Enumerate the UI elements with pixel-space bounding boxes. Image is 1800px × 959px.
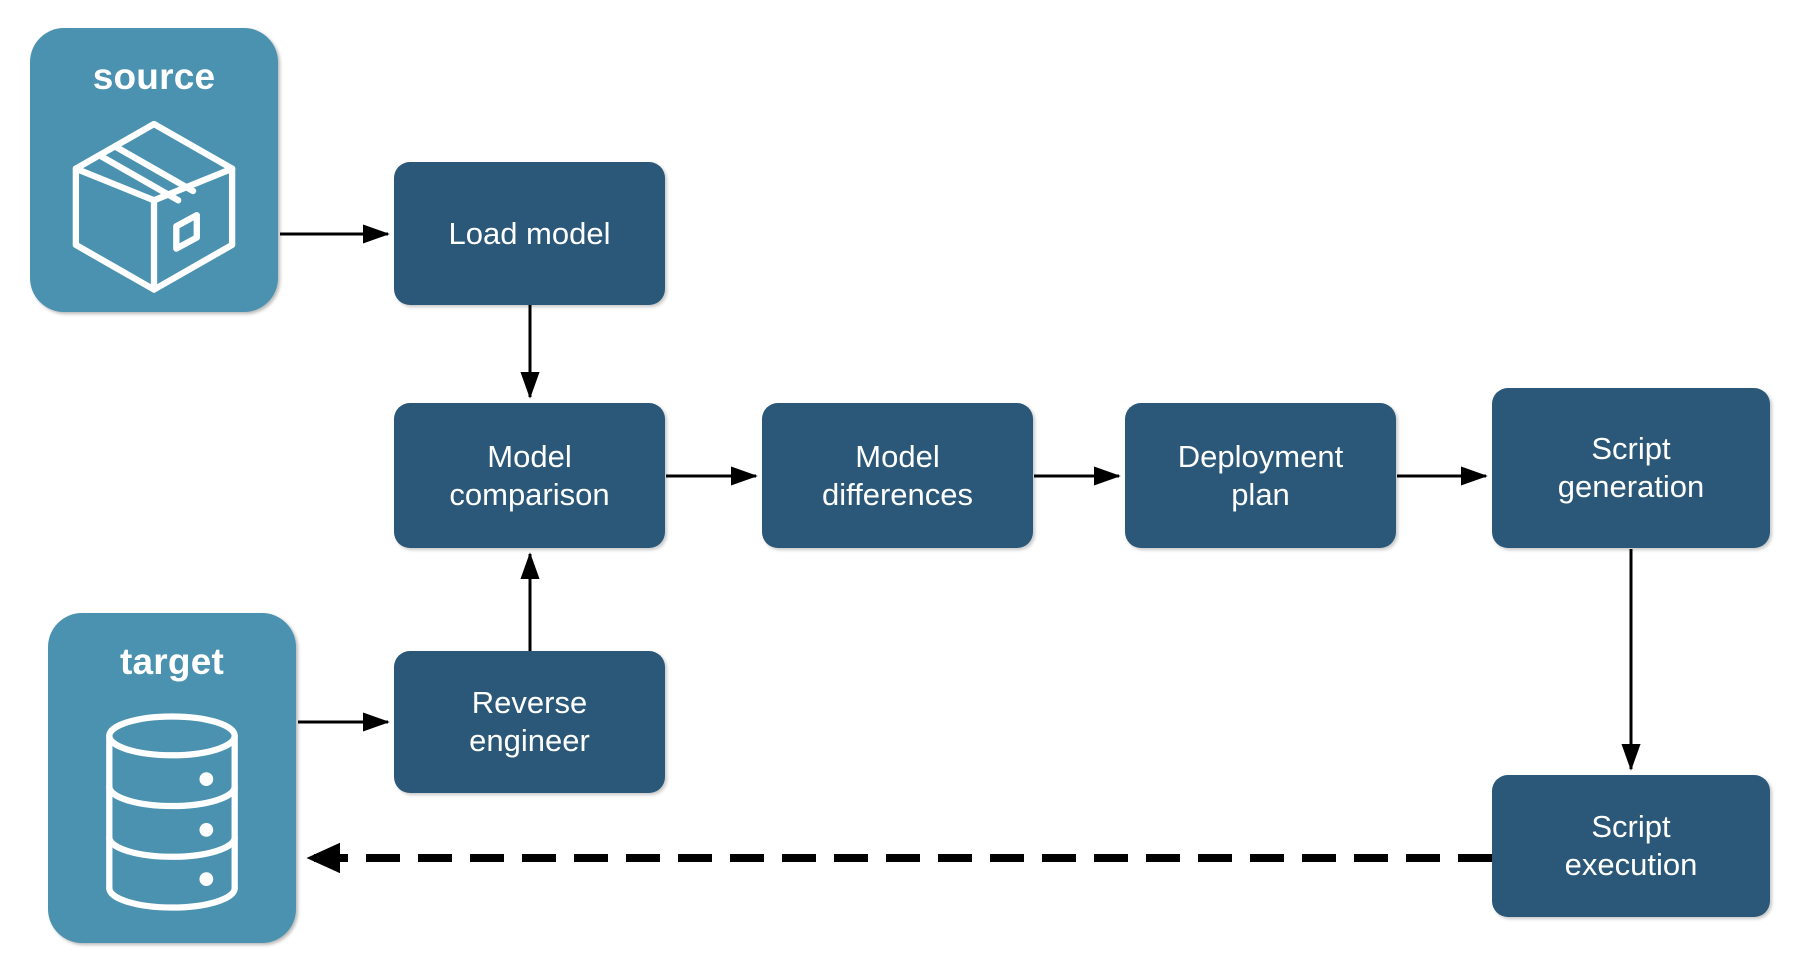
database-cylinder-icon (48, 680, 296, 943)
process-deployment-plan-label: Deployment plan (1177, 438, 1344, 512)
endpoint-target-label: target (120, 641, 224, 682)
process-load-model[interactable]: Load model (394, 162, 665, 305)
process-model-comparison-label: Model comparison (449, 438, 610, 512)
process-script-execution[interactable]: Script execution (1492, 775, 1770, 917)
process-reverse-engineer-label: Reverse engineer (469, 685, 590, 758)
process-script-execution-label: Script execution (1564, 809, 1698, 882)
package-box-icon (30, 95, 278, 312)
endpoint-source-label: source (92, 56, 216, 97)
endpoint-source[interactable]: source (30, 28, 278, 312)
process-model-comparison[interactable]: Model comparison (394, 403, 665, 548)
process-reverse-engineer[interactable]: Reverse engineer (394, 651, 665, 793)
process-script-generation-label: Script generation (1557, 431, 1705, 504)
process-script-generation[interactable]: Script generation (1492, 388, 1770, 548)
process-model-differences[interactable]: Model differences (762, 403, 1033, 548)
process-deployment-plan[interactable]: Deployment plan (1125, 403, 1396, 548)
process-load-model-label: Load model (448, 215, 611, 251)
endpoint-target[interactable]: target (48, 613, 296, 943)
process-model-differences-label: Model differences (821, 438, 974, 512)
